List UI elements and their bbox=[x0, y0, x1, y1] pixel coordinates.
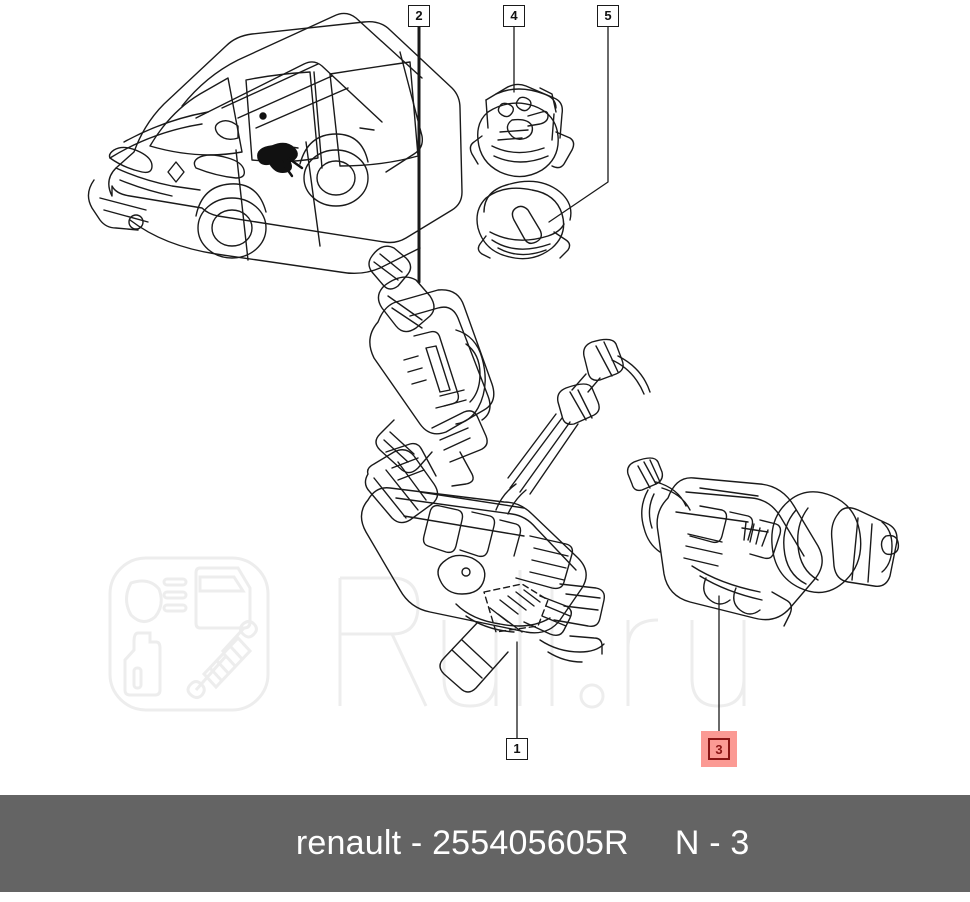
footer-reference: N - 3 bbox=[674, 824, 750, 862]
exploded-parts-diagram bbox=[87, 12, 900, 739]
ignition-antenna-ring-housing bbox=[469, 83, 575, 178]
footer-bar: renault - 255405605R N - 3 bbox=[0, 795, 970, 892]
footer-part-number: 255405605R bbox=[432, 824, 629, 862]
callout-5[interactable]: 5 bbox=[597, 5, 619, 27]
footer-label: renault - 255405605R N - 3 bbox=[0, 785, 750, 902]
callout-2[interactable]: 2 bbox=[408, 5, 430, 27]
steering-column-switch-assembly bbox=[360, 442, 606, 693]
callout-1[interactable]: 1 bbox=[506, 738, 528, 760]
callout-3-highlighted[interactable]: 3 bbox=[708, 738, 730, 760]
footer-brand: renault - bbox=[295, 824, 433, 862]
vehicle-illustration bbox=[87, 12, 463, 275]
column-stalk-switch bbox=[368, 245, 495, 487]
ignition-lock-cover-cap bbox=[476, 180, 572, 260]
wiring-harness bbox=[495, 338, 651, 515]
leader-lines-thin bbox=[513, 26, 720, 739]
callout-4[interactable]: 4 bbox=[503, 5, 525, 27]
ignition-switch-steering-lock bbox=[626, 457, 900, 627]
